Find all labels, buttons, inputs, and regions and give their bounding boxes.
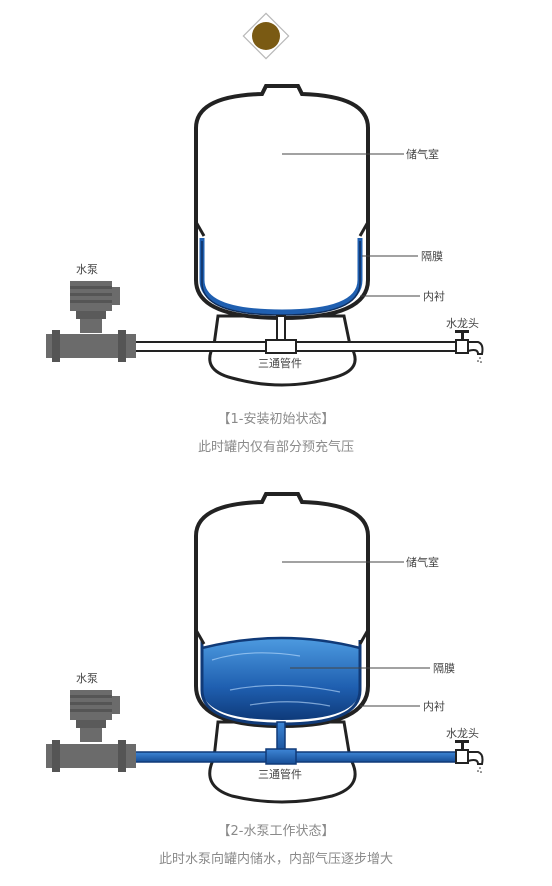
label-tee: 三通管件 <box>258 356 302 370</box>
water-volume <box>202 638 360 720</box>
label-chamber: 储气室 <box>406 555 439 569</box>
diagram-1: 储气室 隔膜 内衬 水泵 水龙头 三通管件 <box>46 84 484 387</box>
diaphragm-liner <box>201 636 361 650</box>
water-pump-icon <box>46 690 136 772</box>
faucet-icon <box>455 740 484 773</box>
label-liner: 内衬 <box>423 289 445 303</box>
label-pump: 水泵 <box>76 263 98 276</box>
caption-stage-1: 【1-安装初始状态】 <box>217 412 335 427</box>
caption-stage-2: 【2-水泵工作状态】 <box>217 824 335 839</box>
logo-diamond-icon <box>242 12 290 60</box>
label-chamber: 储气室 <box>406 147 439 161</box>
faucet-icon <box>455 330 484 363</box>
diaphragm-liner <box>199 238 363 315</box>
label-faucet: 水龙头 <box>446 317 479 330</box>
diagram-2: 储气室 隔膜 内衬 水泵 水龙头 三通管件 <box>46 492 484 804</box>
label-diaphragm: 隔膜 <box>433 662 455 675</box>
label-diaphragm: 隔膜 <box>421 250 443 263</box>
label-liner: 内衬 <box>423 699 445 713</box>
tank-body <box>194 84 370 321</box>
label-tee: 三通管件 <box>258 767 302 781</box>
water-pump-icon <box>46 281 136 362</box>
subcaption-stage-1: 此时罐内仅有部分预充气压 <box>197 440 354 455</box>
label-faucet: 水龙头 <box>446 727 479 740</box>
label-pump: 水泵 <box>76 672 98 685</box>
subcaption-stage-2: 此时水泵向罐内储水，内部气压逐步增大 <box>158 852 393 867</box>
